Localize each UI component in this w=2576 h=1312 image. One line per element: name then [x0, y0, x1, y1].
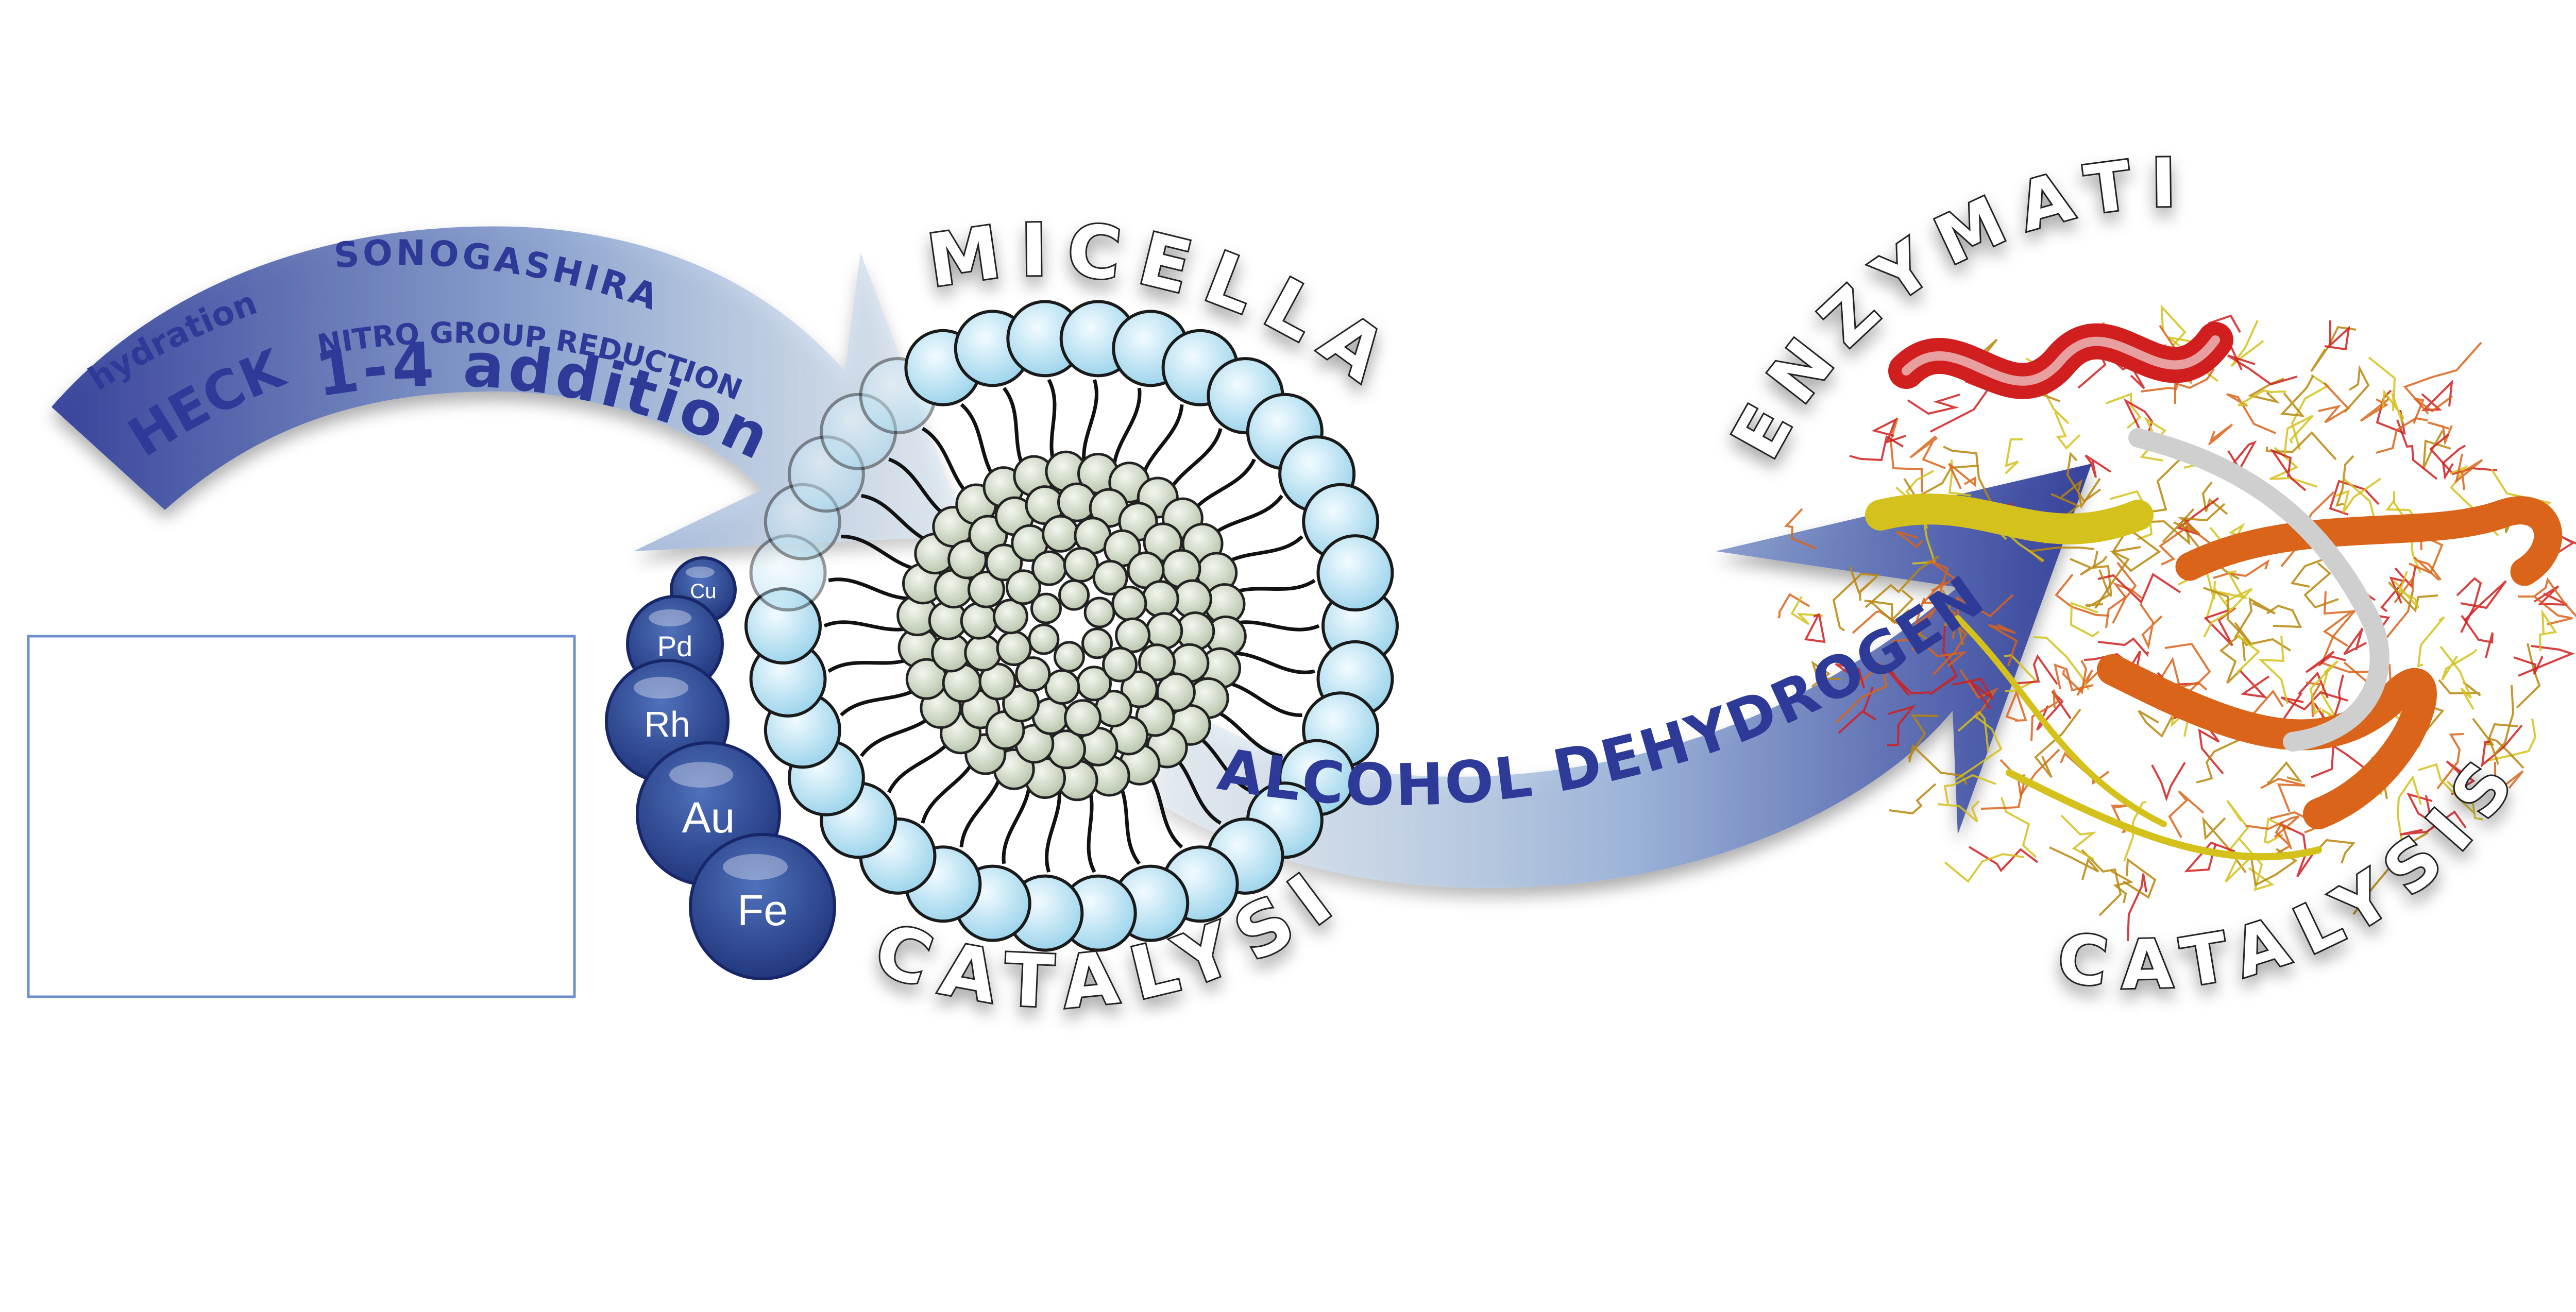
micelle-heads	[744, 300, 1399, 952]
micelle-core	[896, 450, 1247, 802]
enzyme-protein-structure	[1777, 304, 2576, 942]
metal-label: Pd	[657, 630, 693, 662]
metal-sphere-au: Au	[636, 741, 781, 887]
enzyme-arrow	[1159, 464, 2092, 888]
metal-label: Cu	[690, 580, 716, 603]
blank-panel	[27, 635, 576, 998]
protein-sidechains	[1777, 304, 2576, 942]
metal-label: Fe	[737, 886, 788, 934]
protein-ribbons	[1865, 322, 2563, 861]
micelle	[744, 300, 1399, 952]
metal-label: Au	[682, 793, 735, 842]
reactions-arrow	[52, 226, 969, 552]
metal-sphere-fe: Fe	[689, 833, 836, 980]
metal-label: Rh	[644, 704, 690, 744]
